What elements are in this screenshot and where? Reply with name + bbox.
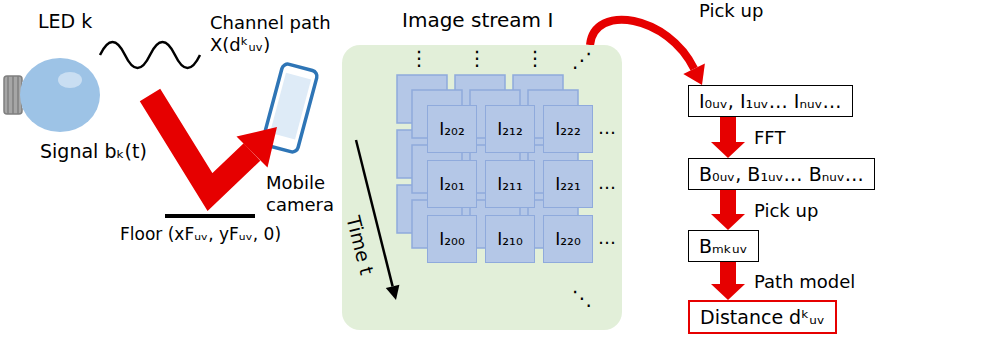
channel-label: Channel path X(dᵏᵤᵥ) (210, 12, 350, 55)
signal-label: Signal bₖ(t) (40, 140, 147, 163)
channel-path-arrow (150, 95, 252, 192)
process-box: I₀ᵤᵥ, I₁ᵤᵥ… Iₙᵤᵥ… (688, 85, 853, 117)
floor-line (165, 214, 255, 218)
block-arrow (711, 262, 745, 300)
bulb-thread (7, 76, 9, 114)
bulb-highlight (58, 72, 82, 88)
node-text: Bₘₖᵤᵥ (699, 235, 748, 257)
ellipsis: … (598, 172, 616, 194)
block-arrow (711, 190, 745, 230)
image-frame: I₂₂₁ (543, 160, 593, 208)
process-box: Bₘₖᵤᵥ (688, 230, 759, 262)
image-frame: I₂₂₀ (543, 215, 593, 263)
image-frame: I₂₀₂ (427, 105, 477, 153)
panel-title: Image stream I (402, 8, 553, 32)
ellipsis: ⋮ (409, 46, 429, 70)
edge-label: Pick up (752, 200, 820, 221)
node-text: B₀ᵤᵥ, B₁ᵤᵥ… Bₙᵤᵥ… (699, 163, 864, 185)
image-frame: I₂₁₁ (485, 160, 535, 208)
signal-wave (100, 42, 200, 68)
arrowhead (683, 64, 705, 85)
time-label: Time t (342, 213, 379, 277)
flow-arrow (711, 117, 745, 158)
camera-label: Mobile camera (266, 172, 338, 215)
ellipsis: … (598, 227, 616, 249)
node-text: I₂₂₂ (555, 119, 580, 139)
channel-path-arrowhead (237, 127, 278, 168)
floor-label: Floor (xFᵤᵥ, yFᵤᵥ, 0) (120, 224, 281, 244)
node-text: I₂₀₁ (439, 174, 464, 194)
ellipsis: ⋮ (525, 46, 545, 70)
ellipsis: ⋰ (572, 48, 592, 72)
node-text: I₂₂₁ (555, 174, 580, 194)
block-arrow (711, 117, 745, 158)
node-text: I₂₁₁ (497, 174, 522, 194)
node-text: Distance dᵏᵤᵥ (700, 306, 825, 328)
node-text: I₂₁₂ (497, 119, 522, 139)
node-text: I₂₀₂ (439, 119, 464, 139)
image-frame: I₂₀₀ (427, 215, 477, 263)
node-text: I₀ᵤᵥ, I₁ᵤᵥ… Iₙᵤᵥ… (699, 90, 842, 112)
result-box: Distance dᵏᵤᵥ (688, 300, 837, 334)
flow-arrow (711, 190, 745, 230)
bulb-thread (17, 76, 19, 114)
node-text: I₂₁₀ (497, 229, 522, 249)
ellipsis: … (598, 117, 616, 139)
flow-arrow (711, 262, 745, 300)
image-frame: I₂₀₁ (427, 160, 477, 208)
image-frame: I₂₁₂ (485, 105, 535, 153)
led-label: LED k (38, 10, 92, 33)
ellipsis: ⋱ (572, 286, 592, 310)
edge-label: Pick up (697, 0, 765, 21)
image-frame: I₂₂₂ (543, 105, 593, 153)
process-box: B₀ᵤᵥ, B₁ᵤᵥ… Bₙᵤᵥ… (688, 158, 875, 190)
bulb-thread (12, 76, 14, 114)
led-bulb (20, 58, 100, 132)
image-frame: I₂₁₀ (485, 215, 535, 263)
time-arrowhead (386, 285, 400, 300)
edge-label: Path model (752, 271, 857, 292)
ellipsis: ⋮ (467, 46, 487, 70)
node-text: I₂₂₀ (555, 229, 580, 249)
edge-label: FFT (752, 127, 787, 148)
node-text: I₂₀₀ (439, 229, 464, 249)
bulb-base (4, 76, 22, 114)
